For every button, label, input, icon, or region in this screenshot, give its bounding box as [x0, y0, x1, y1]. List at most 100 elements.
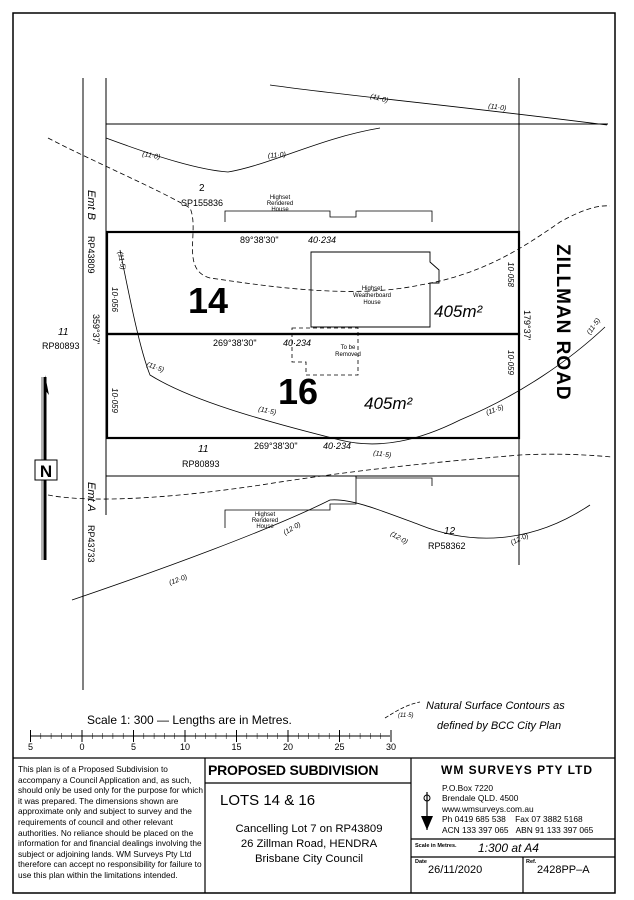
lot-14-left-distance: 10·056: [110, 287, 119, 312]
south-house-outline: [224, 476, 357, 528]
lot-14-top-bearing: 89°38'30": [240, 235, 279, 245]
contour-label: (11·0): [268, 151, 287, 160]
abn: ABN 91 133 397 065: [515, 824, 594, 835]
ref-value: 2428PP–A: [537, 864, 590, 876]
contour-label: (11·0): [142, 151, 161, 161]
house-label: Highset: [255, 512, 276, 518]
phone: Ph 0419 685 538: [442, 814, 506, 825]
scale-tick-label: 20: [283, 742, 293, 752]
south-east-lot-plan: RP58362: [428, 541, 466, 551]
address-line: 26 Zillman Road, HENDRA: [240, 838, 378, 850]
lot-16-area: 405m²: [364, 394, 414, 413]
house-label: Removed: [335, 352, 361, 358]
date-value: 26/11/2020: [428, 864, 483, 876]
west-lot-number: 11: [58, 327, 68, 338]
description: Cancelling Lot 7 on RP43809 26 Zillman R…: [206, 822, 412, 867]
north-lot-plan: SP155836: [181, 198, 223, 208]
contour-label: (11·5): [398, 713, 414, 719]
scale-value: 1:300 at A4: [478, 841, 539, 855]
easement-b-label: Emt B: [85, 190, 97, 220]
house-label: House: [363, 300, 381, 306]
lot-14-area: 405m²: [434, 302, 484, 321]
acn-abn: ACN 133 397 065 ABN 91 133 397 065: [442, 825, 593, 835]
house-label: House: [256, 524, 274, 530]
house-label: Highset: [362, 286, 383, 292]
contour-label: (11·5): [373, 450, 392, 459]
house-label: Rendered: [252, 518, 278, 524]
fax: Fax 07 3882 5168: [515, 814, 583, 825]
lot-16-number: 16: [278, 371, 318, 412]
south-lot-number: 11: [198, 444, 208, 455]
scale-tick-label: 5: [131, 742, 136, 752]
scale-tick-label: 30: [386, 742, 396, 752]
contour-label: (12·0): [283, 521, 303, 536]
title-block-frame: [13, 757, 615, 893]
contour-label: (11·0): [488, 103, 507, 112]
east-bearing: 179°37': [522, 310, 532, 341]
north-arrow-box: [34, 459, 58, 481]
existing-house-outline: [310, 251, 440, 328]
acn: ACN 133 397 065: [442, 824, 509, 835]
house-label: To be: [341, 345, 356, 351]
contour-lines: [47, 84, 613, 719]
website: www.wmsurveys.com.au: [442, 803, 534, 814]
road-name: ZILLMAN ROAD: [552, 244, 573, 401]
cancelling-line: Cancelling Lot 7 on RP43809: [235, 823, 383, 835]
removed-structure-outline: [291, 327, 359, 376]
scale-tick-label: 15: [231, 742, 241, 752]
house-labels: Highset Rendered House Highset Weatherbo…: [252, 195, 391, 530]
south-house-ext: [355, 476, 433, 486]
bottom-distance: 40·234: [323, 441, 351, 451]
house-label: Weatherboard: [353, 293, 391, 299]
easement-b-plan: RP43809: [86, 236, 96, 274]
north-lot-number: 2: [199, 183, 205, 194]
council-line: Brisbane City Council: [255, 853, 363, 865]
scale-caption: Scale 1: 300 — Lengths are in Metres.: [87, 713, 292, 727]
house-label: Rendered: [267, 201, 293, 207]
suburb: Brendale QLD. 4500: [442, 793, 519, 804]
drawing-title: PROPOSED SUBDIVISION: [208, 762, 379, 778]
contour-label: (11·5): [258, 406, 277, 417]
sheet-border: [12, 12, 616, 894]
north-arrow: N: [34, 375, 58, 560]
scale-bar: 5 0 5 10 15 20 25 30: [28, 730, 396, 752]
scale-tick-label: 0: [79, 742, 84, 752]
south-east-lot-number: 12: [444, 526, 456, 537]
scale-tick-label: 5: [28, 742, 33, 752]
lot-14-right-distance: 10·058: [506, 262, 515, 287]
lot-16-boundary: [105, 332, 521, 440]
bottom-bearing: 269°38'30": [254, 441, 298, 451]
disclaimer-note: This plan is of a Proposed Subdivision t…: [18, 764, 203, 880]
easement-a-label: Emt A: [85, 482, 97, 512]
west-bearing: 359°37': [91, 314, 101, 345]
lot-16-left-distance: 10·059: [110, 388, 119, 413]
lot-14-top-distance: 40·234: [308, 235, 336, 245]
legend-line-1: Natural Surface Contours as: [426, 700, 565, 712]
north-house-outline: [224, 210, 433, 222]
contour-label: (11·0): [369, 93, 388, 104]
south-lot-plan: RP80893: [182, 459, 220, 469]
firm-contact: P.O.Box 7220 Brendale QLD. 4500 www.wmsu…: [442, 783, 593, 835]
firm-name: WM SURVEYS PTY LTD: [441, 763, 594, 777]
lot-16-top-distance: 40·234: [283, 338, 311, 348]
scale-label: Scale in Metres.: [415, 843, 457, 849]
house-label: House: [271, 207, 289, 213]
ref-label: Ref.: [526, 859, 537, 865]
scale-tick-label: 10: [180, 742, 190, 752]
house-label: Highset: [270, 195, 291, 201]
north-label: N: [40, 462, 52, 481]
firm-logo-icon: [421, 792, 433, 830]
contour-label: (11·5): [485, 404, 504, 417]
date-label: Date: [415, 859, 427, 865]
lot-16-top-bearing: 269°38'30": [213, 338, 257, 348]
west-lot-plan: RP80893: [42, 341, 80, 351]
contour-label: (11·5): [116, 251, 126, 270]
phone-fax: Ph 0419 685 538 Fax 07 3882 5168: [442, 814, 593, 824]
easement-a-plan: RP43733: [86, 525, 96, 563]
lot-16-right-distance: 10·059: [506, 350, 515, 375]
po-box: P.O.Box 7220: [442, 783, 494, 793]
lot-14-number: 14: [188, 280, 228, 321]
contour-label: (12·0): [389, 531, 409, 546]
scale-tick-label: 25: [334, 742, 344, 752]
